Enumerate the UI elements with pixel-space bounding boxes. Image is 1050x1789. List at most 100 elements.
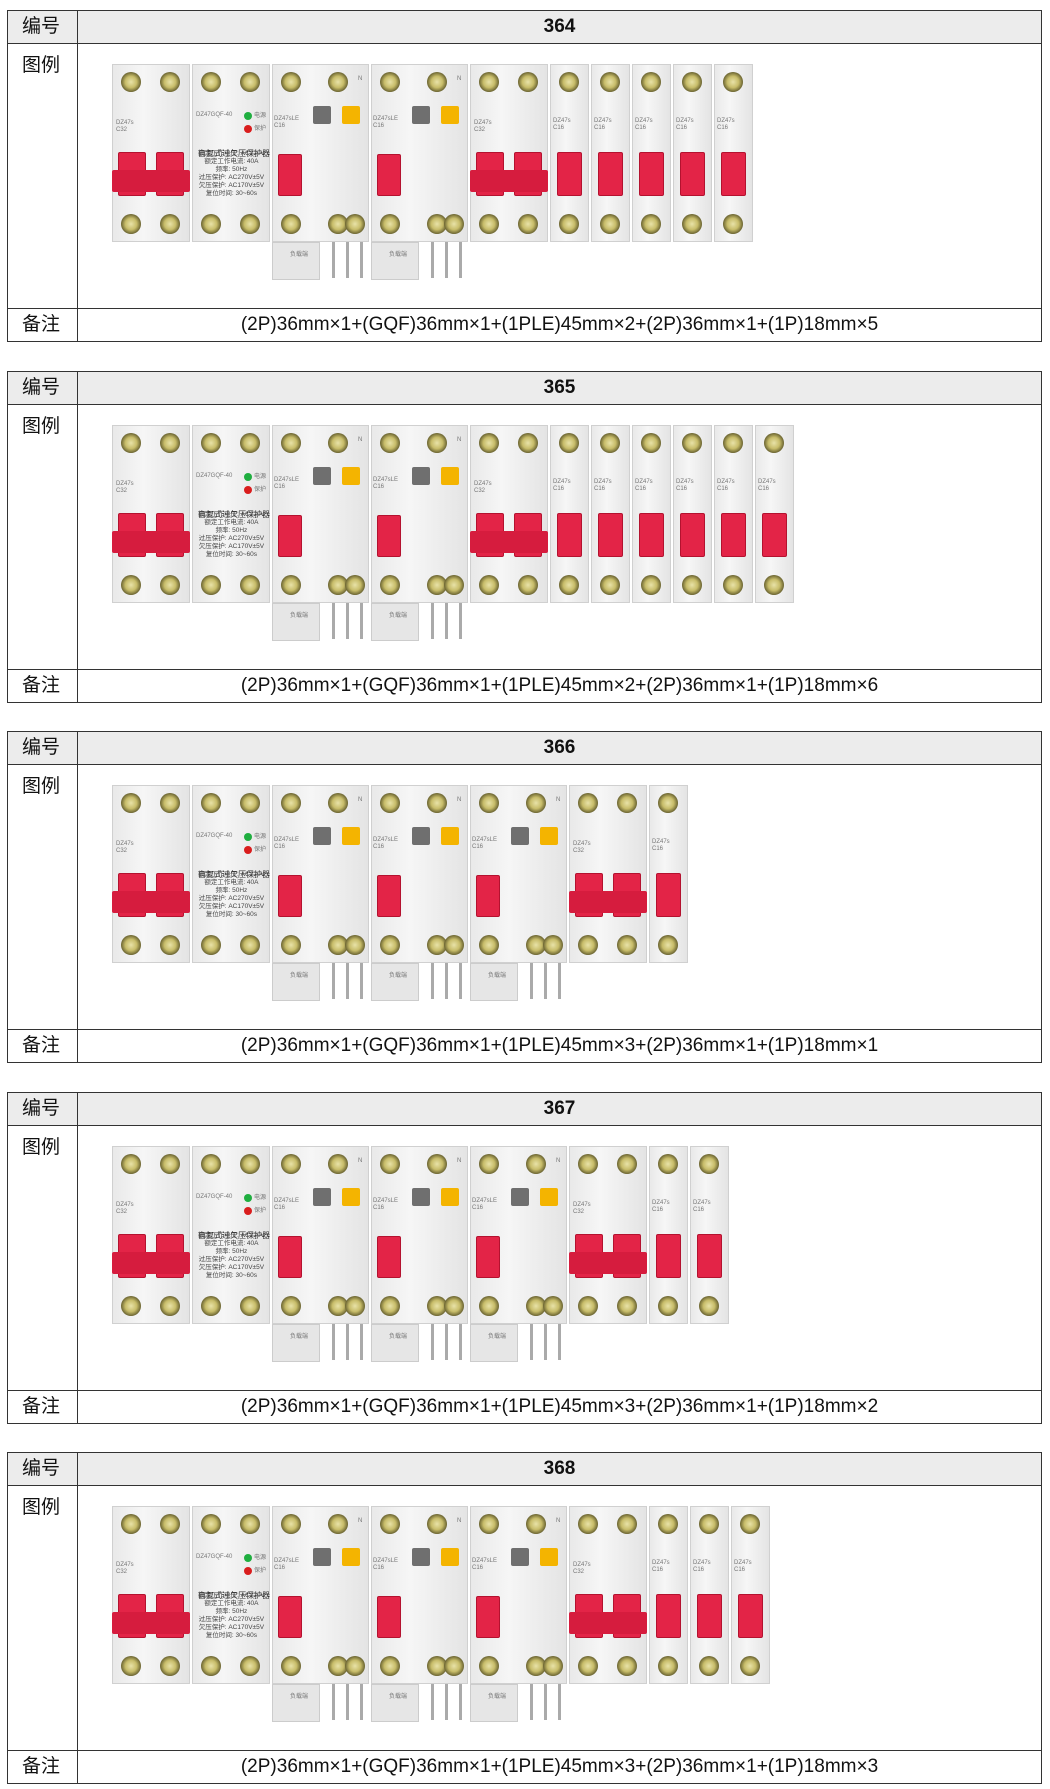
handle-tie-bar (112, 1612, 190, 1634)
module-label: C32 (116, 488, 128, 494)
module-label: DZ47sLE (472, 837, 498, 843)
reset-button[interactable] (313, 827, 331, 845)
terminal-screw (240, 1514, 260, 1534)
terminal-screw (543, 1656, 563, 1676)
breaker-toggle[interactable] (639, 152, 664, 196)
neutral-mark: N (457, 797, 462, 803)
terminal-screw (380, 433, 400, 453)
lead-wire (558, 1324, 561, 1360)
breaker-toggle[interactable] (476, 875, 500, 917)
test-button[interactable] (342, 467, 360, 485)
breaker-toggle[interactable] (377, 1596, 401, 1638)
breaker-toggle[interactable] (557, 152, 582, 196)
breaker-toggle[interactable] (639, 513, 664, 557)
breaker-toggle[interactable] (377, 1236, 401, 1278)
breaker-toggle[interactable] (377, 515, 401, 557)
terminal-screw (121, 1514, 141, 1534)
terminal-screw (328, 575, 348, 595)
test-button[interactable] (342, 1548, 360, 1566)
test-button[interactable] (342, 1188, 360, 1206)
breaker-toggle[interactable] (278, 1596, 302, 1638)
test-button[interactable] (540, 827, 558, 845)
module-body (673, 425, 712, 603)
breaker-toggle[interactable] (680, 513, 705, 557)
terminal-screw (682, 214, 702, 234)
breaker-toggle[interactable] (680, 152, 705, 196)
module-label: DZ47s (553, 479, 571, 485)
gqf-spec-line: 过压保护: AC270V±5V (198, 895, 265, 902)
breaker-toggle[interactable] (738, 1594, 763, 1638)
reset-button[interactable] (511, 1548, 529, 1566)
breaker-toggle[interactable] (278, 154, 302, 196)
reset-button[interactable] (511, 1188, 529, 1206)
breaker-toggle[interactable] (278, 1236, 302, 1278)
test-button[interactable] (441, 1188, 459, 1206)
reset-button[interactable] (511, 827, 529, 845)
breaker-toggle[interactable] (476, 1236, 500, 1278)
test-button[interactable] (540, 1548, 558, 1566)
neutral-mark: N (358, 1158, 363, 1164)
terminal-screw (160, 1296, 180, 1316)
protect-led-label: 保护 (254, 1568, 267, 1574)
reset-button[interactable] (313, 1188, 331, 1206)
test-button[interactable] (441, 106, 459, 124)
protect-led-icon (244, 846, 252, 854)
breaker-toggle[interactable] (557, 513, 582, 557)
terminal-screw (479, 72, 499, 92)
terminal-screw (578, 1296, 598, 1316)
terminal-screw (518, 575, 538, 595)
breaker-toggle[interactable] (278, 875, 302, 917)
breaker-toggle[interactable] (598, 152, 623, 196)
module-label: C16 (635, 486, 647, 492)
number-label: 编号 (8, 11, 78, 43)
gqf-title: 自复式过欠压保护器 (198, 870, 270, 879)
neutral-mark: N (556, 1158, 561, 1164)
reset-button[interactable] (412, 827, 430, 845)
reset-button[interactable] (313, 467, 331, 485)
note-label: 备注 (8, 1751, 78, 1783)
breaker-toggle[interactable] (697, 1234, 722, 1278)
breaker-toggle[interactable] (697, 1594, 722, 1638)
terminal-screw (518, 72, 538, 92)
breaker-toggle[interactable] (598, 513, 623, 557)
breaker-toggle[interactable] (377, 154, 401, 196)
number-label: 编号 (8, 372, 78, 404)
breaker-toggle[interactable] (656, 873, 681, 917)
breaker-toggle[interactable] (377, 875, 401, 917)
reset-button[interactable] (412, 106, 430, 124)
module-label: DZ47s (573, 841, 591, 847)
module-label: DZ47s (717, 479, 735, 485)
test-button[interactable] (342, 106, 360, 124)
leakage-base (272, 1684, 320, 1722)
module-label: C32 (573, 848, 585, 854)
test-button[interactable] (342, 827, 360, 845)
test-button[interactable] (441, 467, 459, 485)
test-button[interactable] (540, 1188, 558, 1206)
load-side-label: 负载端 (290, 1694, 309, 1700)
breaker-toggle[interactable] (762, 513, 787, 557)
reset-button[interactable] (412, 1188, 430, 1206)
reset-button[interactable] (412, 467, 430, 485)
note-row: 备注(2P)36mm×1+(GQF)36mm×1+(1PLE)45mm×3+(2… (8, 1030, 1041, 1062)
module-label: C16 (373, 1565, 385, 1571)
breaker-toggle[interactable] (476, 1596, 500, 1638)
breaker-toggle[interactable] (278, 515, 302, 557)
test-button[interactable] (441, 1548, 459, 1566)
breaker-toggle[interactable] (721, 513, 746, 557)
test-button[interactable] (441, 827, 459, 845)
terminal-screw (740, 1656, 760, 1676)
gqf-model-label: DZ47GQF-40 (196, 1194, 233, 1200)
reset-button[interactable] (313, 1548, 331, 1566)
breaker-toggle[interactable] (656, 1234, 681, 1278)
note-text: (2P)36mm×1+(GQF)36mm×1+(1PLE)45mm×3+(2P)… (240, 1396, 879, 1417)
breaker-toggle[interactable] (656, 1594, 681, 1638)
breaker-toggle[interactable] (721, 152, 746, 196)
reset-button[interactable] (412, 1548, 430, 1566)
reset-button[interactable] (313, 106, 331, 124)
